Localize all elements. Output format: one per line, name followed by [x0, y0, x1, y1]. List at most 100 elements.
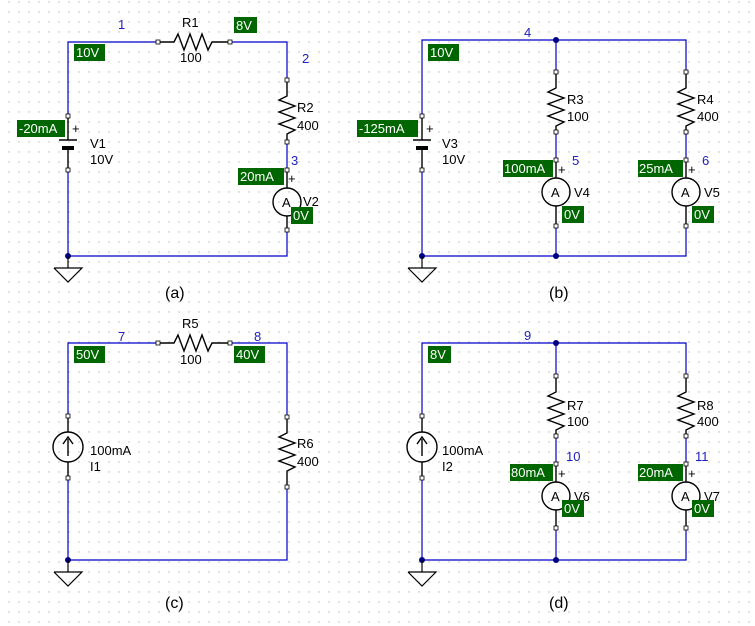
voltage-tag-d-8v: 8V — [428, 346, 451, 363]
v2-plus: + — [288, 171, 296, 186]
ground-symbol-d — [407, 560, 438, 587]
svg-text:0V: 0V — [564, 207, 580, 222]
current-tag-a-20ma: 20mA — [238, 168, 284, 185]
circuit-c: R5 100 R6 400 100mA I1 7 8 50V 40V (c) — [52, 316, 319, 612]
ammeter-v4[interactable] — [541, 157, 571, 229]
resistor-r5[interactable] — [155, 333, 233, 353]
current-tag-d-80ma: 80mA — [510, 464, 553, 481]
v7-ammeter-symbol: A — [681, 489, 690, 504]
svg-text:40V: 40V — [236, 347, 259, 362]
v4-ammeter-symbol: A — [551, 185, 560, 200]
resistor-r7[interactable] — [546, 373, 566, 439]
wire-c-top-right[interactable] — [230, 342, 288, 417]
r4-name: R4 — [697, 92, 714, 107]
ammeter-v7[interactable] — [671, 461, 701, 531]
node-label-3: 3 — [291, 153, 298, 168]
resistor-r2[interactable] — [277, 77, 297, 145]
svg-text:0V: 0V — [694, 501, 710, 516]
resistor-r1[interactable] — [155, 32, 233, 52]
v5-plus: + — [688, 162, 696, 177]
node-label-2: 2 — [302, 51, 309, 66]
resistor-r8[interactable] — [676, 373, 696, 439]
caption-c: (c) — [165, 595, 184, 612]
current-tag-b-neg125ma: -125mA — [357, 120, 418, 137]
voltage-tag-b-0v-2: 0V — [692, 206, 714, 223]
r8-value: 400 — [697, 414, 719, 429]
v6-plus: + — [558, 466, 566, 481]
v3-name: V3 — [442, 136, 458, 151]
junction-b-top — [553, 37, 559, 43]
resistor-r4[interactable] — [676, 69, 696, 135]
v4-name: V4 — [574, 185, 590, 200]
r6-value: 400 — [297, 454, 319, 469]
r7-name: R7 — [567, 398, 584, 413]
v5-ammeter-symbol: A — [681, 185, 690, 200]
current-tag-d-20ma: 20mA — [638, 464, 683, 481]
ammeter-v2[interactable] — [272, 167, 302, 233]
node-label-9: 9 — [524, 328, 531, 343]
current-source-i1[interactable] — [52, 413, 84, 481]
battery-v3[interactable] — [413, 113, 431, 173]
v1-value: 10V — [90, 152, 113, 167]
wire-c-bottom[interactable] — [67, 478, 288, 561]
resistor-r3[interactable] — [546, 69, 566, 135]
caption-d: (d) — [549, 595, 569, 612]
svg-text:80mA: 80mA — [511, 465, 545, 480]
r5-value: 100 — [180, 352, 202, 367]
node-label-7: 7 — [118, 329, 125, 344]
r2-value: 400 — [297, 118, 319, 133]
ground-symbol-c — [53, 560, 84, 587]
battery-v1[interactable] — [59, 113, 77, 173]
ammeter-v5[interactable] — [671, 157, 701, 229]
i2-value: 100mA — [442, 443, 484, 458]
caption-b: (b) — [549, 285, 569, 302]
i1-name: I1 — [90, 459, 101, 474]
current-source-i2[interactable] — [406, 413, 438, 481]
voltage-tag-b-10v: 10V — [428, 44, 459, 61]
voltage-tag-c-40v: 40V — [234, 346, 265, 363]
v1-name: V1 — [90, 136, 106, 151]
svg-text:0V: 0V — [694, 207, 710, 222]
r4-value: 400 — [697, 109, 719, 124]
voltage-tag-a-0v: 0V — [291, 207, 313, 224]
svg-text:8V: 8V — [430, 347, 446, 362]
node-label-1: 1 — [118, 17, 125, 32]
svg-text:50V: 50V — [76, 347, 99, 362]
wire-c-top-left[interactable] — [67, 342, 158, 416]
svg-text:0V: 0V — [293, 208, 309, 223]
svg-text:0V: 0V — [564, 501, 580, 516]
circuit-b: R3 100 R4 400 + V3 10V A + V4 — [357, 25, 720, 302]
v3-value: 10V — [442, 152, 465, 167]
svg-text:-125mA: -125mA — [359, 121, 405, 136]
node-label-4: 4 — [524, 25, 531, 40]
v3-plus: + — [426, 121, 434, 136]
r1-name: R1 — [182, 15, 199, 30]
ammeter-v6[interactable] — [541, 461, 571, 531]
wire-a-top-right[interactable] — [230, 41, 288, 80]
i2-name: I2 — [442, 459, 453, 474]
wire-a-bottom[interactable] — [67, 170, 288, 257]
circuit-d: R7 100 R8 400 100mA I2 A + V6 — [406, 328, 720, 612]
r5-name: R5 — [182, 316, 199, 331]
svg-text:-20mA: -20mA — [19, 121, 58, 136]
voltage-tag-a-10v: 10V — [74, 44, 105, 61]
v6-ammeter-symbol: A — [551, 489, 560, 504]
v4-plus: + — [558, 162, 566, 177]
node-label-5: 5 — [572, 153, 579, 168]
junction-b-bottom-mid — [553, 253, 559, 259]
resistor-r6[interactable] — [277, 414, 297, 490]
junction-d-bottom-mid — [553, 557, 559, 563]
v5-name: V5 — [704, 185, 720, 200]
voltage-tag-c-50v: 50V — [74, 346, 105, 363]
wire-a-top-left[interactable] — [67, 41, 158, 116]
current-tag-a-neg20ma: -20mA — [17, 120, 65, 137]
current-tag-b-100ma: 100mA — [503, 160, 553, 177]
svg-text:10V: 10V — [76, 45, 99, 60]
voltage-tag-d-0v-1: 0V — [562, 500, 584, 517]
svg-text:20mA: 20mA — [240, 169, 274, 184]
svg-text:100mA: 100mA — [504, 161, 546, 176]
v1-plus: + — [72, 121, 80, 136]
i1-value: 100mA — [90, 443, 132, 458]
